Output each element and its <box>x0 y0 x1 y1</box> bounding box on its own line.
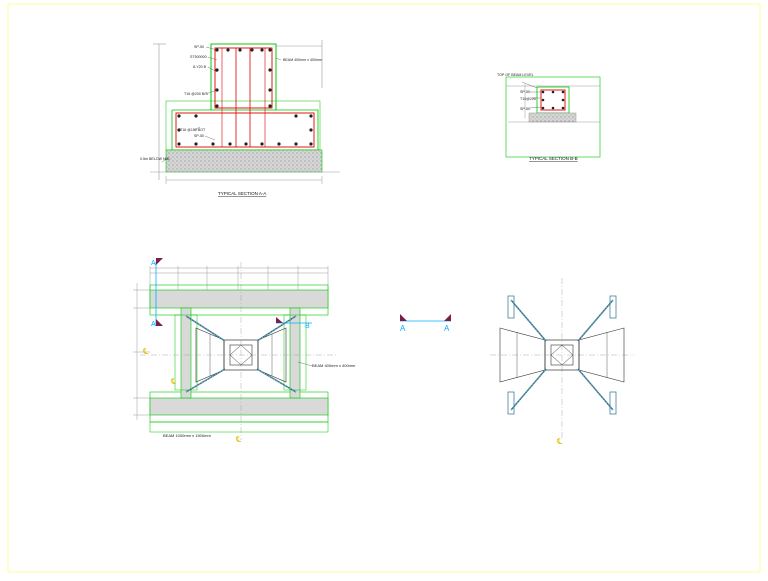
plan-centerline-bottom: ℄ <box>235 435 242 444</box>
plan-label-beam-small: BEAM 400mm x 400mm <box>312 363 356 368</box>
section-bb: TOP OF BEAM LEVEL SP-50 T10@200 SP-50 TY… <box>497 73 601 161</box>
section-marker-aa: A A <box>400 314 451 333</box>
plan-marker-b: B <box>305 323 310 330</box>
aa-label-top: SP-50 <box>194 45 204 49</box>
pedestal-outline <box>210 43 277 111</box>
bb-label-top: TOP OF BEAM LEVEL <box>497 73 534 77</box>
plan-bottom-beam <box>149 397 329 416</box>
plan-label-beam-large: BEAM 1000mm x 1500mm <box>163 433 211 438</box>
bb-label-st: T10@200 <box>520 97 536 101</box>
plan-centerline-small: ℄ <box>170 377 177 386</box>
section-bb-title: TYPICAL SECTION B-B <box>529 156 578 161</box>
plan-marker-a-top: A <box>151 260 156 267</box>
sheet-border <box>7 3 761 573</box>
aa-label-bars: 8-Y20 B <box>193 65 207 69</box>
elevation-view: ℄ <box>490 278 634 446</box>
marker-a-left: A <box>400 324 406 333</box>
aa-label-mid: T16 @200 B/S <box>184 92 208 96</box>
aa-label-stirrup: ST500000 <box>190 55 207 59</box>
marker-a-right: A <box>444 324 450 333</box>
aa-label-right: BEAM 400mm x 400mm <box>283 58 322 62</box>
plan-top-beam <box>149 289 329 309</box>
elevation-centerline: ℄ <box>556 437 563 446</box>
bb-frame <box>505 76 601 158</box>
aa-label-ground: 0.5m BELOW NGL <box>140 157 170 161</box>
bb-label-sp1: SP-50 <box>520 90 530 94</box>
aa-label-bottom: SP-50 <box>194 134 204 138</box>
plan-marker-a-bottom: A <box>151 321 156 328</box>
section-aa: SP-50 ST500000 8-Y20 B BEAM 400mm x 400m… <box>140 40 340 196</box>
plan-view: A A B ℄ ℄ ℄ BEAM 400mm x 400mm BEAM 1000… <box>133 258 356 444</box>
blinding-layer <box>165 149 323 173</box>
plan-centerline-left: ℄ <box>142 347 149 356</box>
bb-label-sp2: SP-50 <box>520 107 530 111</box>
aa-label-low: T16 @150 BOT <box>180 128 206 132</box>
section-aa-title: TYPICAL SECTION A-A <box>218 191 266 196</box>
